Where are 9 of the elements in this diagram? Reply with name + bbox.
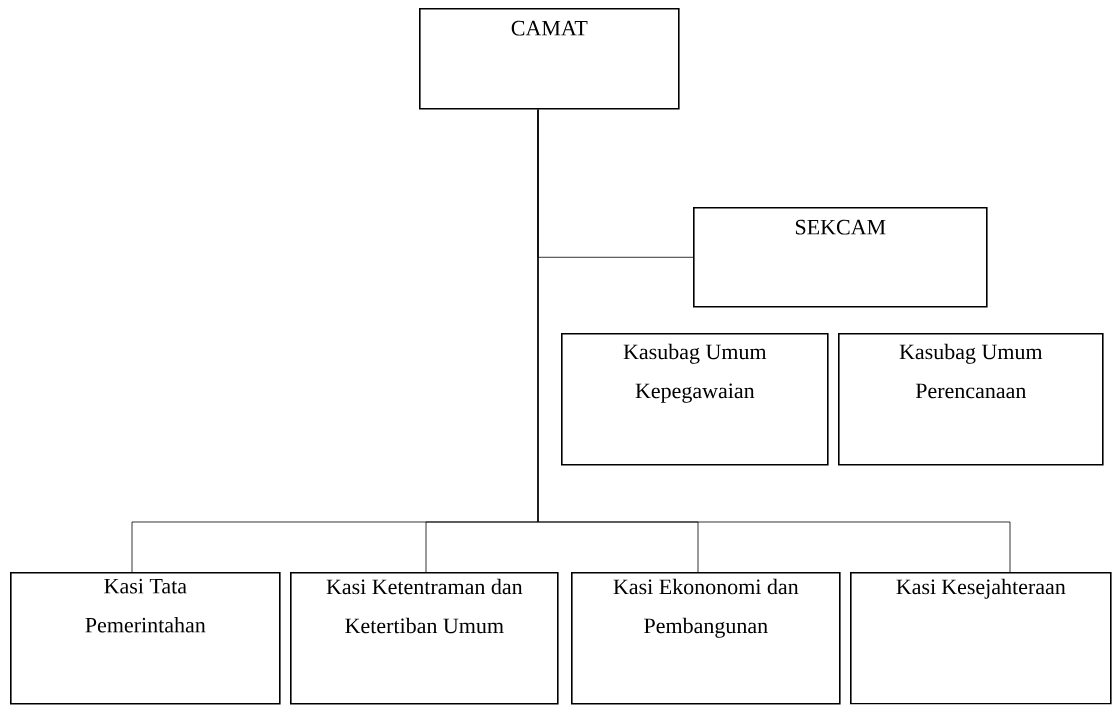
org-box: Kasubag Umum Perencanaan [838, 333, 1104, 466]
org-box: Kasi Ketentraman dan Ketertiban Umum [290, 572, 559, 705]
connector-line [537, 109, 1011, 573]
org-box: Kasi Tata Pemerintahan [10, 572, 281, 705]
org-box: Kasubag Umum Kepegawaian [561, 333, 829, 466]
org-box: Kasi Kesejahteraan [850, 572, 1112, 705]
org-box: CAMAT [419, 8, 680, 110]
org-box: Kasi Ekononomi dan Pembangunan [571, 572, 841, 705]
org-box: SEKCAM [693, 207, 988, 308]
